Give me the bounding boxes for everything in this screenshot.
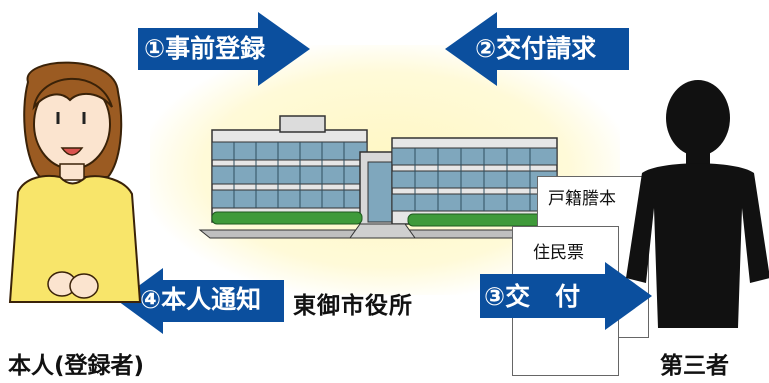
- arrow-step4-left: [118, 268, 284, 334]
- registrant-woman-icon: [8, 61, 142, 303]
- step4-label: ④本人通知: [140, 285, 262, 314]
- third-party-silhouette-icon: [626, 80, 769, 328]
- arrow-step1-right: [138, 12, 310, 86]
- third-party-label: 第三者: [660, 353, 729, 379]
- city-hall-building-icon: [198, 115, 572, 239]
- registrant-label: 本人(登録者): [8, 353, 145, 379]
- arrow-step2-left: [445, 12, 629, 86]
- step1-label: ①事前登録: [144, 34, 266, 63]
- arrow-step3-right: [480, 262, 652, 330]
- city-hall-label: 東御市役所: [293, 293, 413, 319]
- koseki-label: 戸籍謄本: [548, 189, 616, 209]
- step2-label: ②交付請求: [475, 34, 597, 63]
- juminhyo-label: 住民票: [533, 243, 584, 263]
- step3-label: ③交 付: [484, 282, 581, 311]
